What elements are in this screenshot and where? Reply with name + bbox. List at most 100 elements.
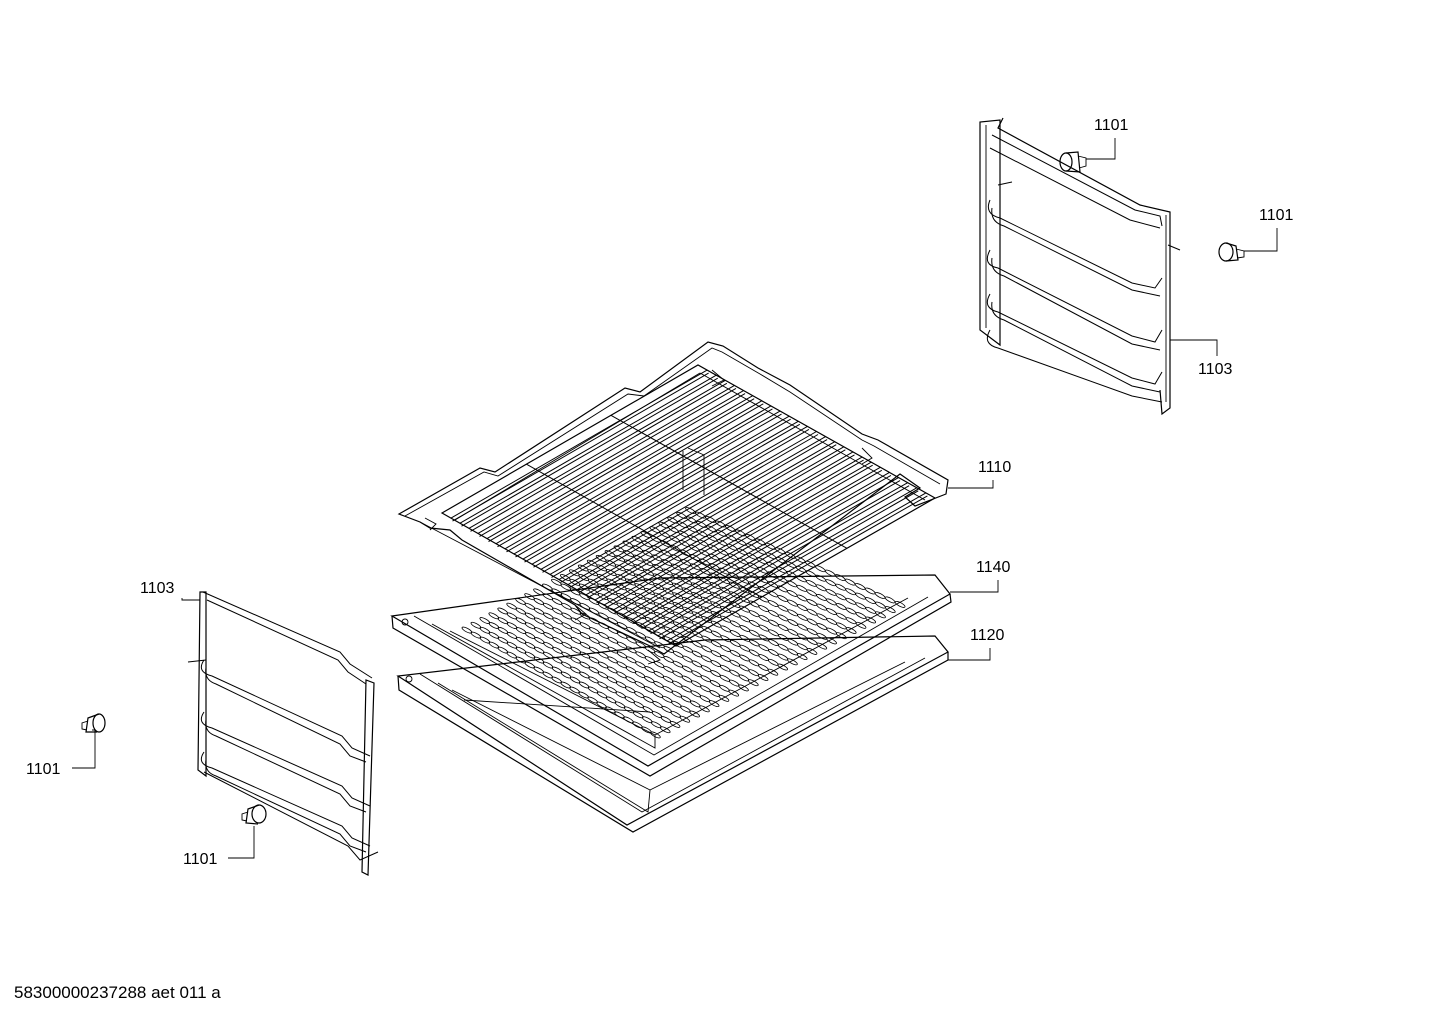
perforation-hole <box>681 685 692 693</box>
perforation-hole <box>728 689 740 697</box>
grid-wire <box>461 377 718 527</box>
perforation-hole <box>748 669 760 677</box>
grid-wire <box>614 464 873 614</box>
perforation-hole <box>894 600 906 608</box>
perforation-hole <box>568 569 580 577</box>
perforation-hole <box>607 656 618 664</box>
perforation-hole <box>614 701 626 709</box>
perforation-hole <box>719 674 731 682</box>
perforation-hole <box>624 696 636 704</box>
perforation-hole <box>587 696 598 704</box>
perforation-hole <box>632 721 643 729</box>
perforation-hole <box>758 605 770 613</box>
perforation-hole <box>701 635 713 643</box>
perforation-hole <box>616 622 628 629</box>
perforation-hole <box>560 681 572 689</box>
perforation-hole <box>634 681 646 689</box>
perforation-hole <box>777 633 789 641</box>
grid-wire <box>632 474 892 624</box>
perforation-hole <box>533 656 545 664</box>
perforation-hole <box>806 618 818 626</box>
perforation-hole <box>671 690 683 698</box>
perforation-hole <box>701 645 712 653</box>
perforation-hole <box>797 623 808 631</box>
perforation-hole <box>560 661 572 669</box>
grid-wire <box>648 482 908 632</box>
perforation-hole <box>579 641 591 649</box>
perforation-hole <box>835 593 847 601</box>
perforation-hole <box>515 597 526 605</box>
perforation-hole <box>616 661 628 669</box>
label-rail-left: 1103 <box>140 580 175 597</box>
perforation-hole <box>767 658 779 666</box>
perforation-hole <box>570 666 581 674</box>
perforation-hole <box>826 627 837 635</box>
perforation-hole <box>635 651 646 659</box>
grid-wire <box>578 444 837 594</box>
perforation-hole <box>626 646 637 654</box>
perforation-hole <box>524 602 536 610</box>
perforation-hole <box>710 650 722 658</box>
perforation-hole <box>579 622 591 630</box>
perforation-hole <box>682 655 693 663</box>
perforation-hole <box>729 669 740 677</box>
perforation-hole <box>729 649 741 657</box>
side-rail-left <box>187 591 379 876</box>
perforation-hole <box>626 626 637 634</box>
label-clip-top-a: 1101 <box>1094 117 1129 134</box>
perforation-hole <box>661 705 672 713</box>
grid-wire <box>612 461 872 611</box>
perforation-hole <box>739 644 751 652</box>
label-clip-left-a: 1101 <box>26 761 61 778</box>
perforation-hole <box>815 584 827 592</box>
perforation-hole <box>739 625 751 632</box>
perforation-hole <box>787 619 799 626</box>
perforation-hole <box>855 612 867 619</box>
perforation-hole <box>506 602 518 610</box>
perforation-hole <box>588 627 600 635</box>
perforation-hole <box>653 680 664 688</box>
grid-wire <box>522 410 781 560</box>
perforation-hole <box>767 600 779 608</box>
perforation-hole <box>552 627 563 635</box>
perforation-hole <box>815 574 827 582</box>
perforation-hole <box>836 632 847 640</box>
perforation-hole <box>845 597 857 605</box>
perforation-hole <box>748 610 760 618</box>
clip-left-a <box>81 713 106 733</box>
perforation-hole <box>561 622 573 630</box>
perforation-hole <box>515 617 527 625</box>
perforation-hole <box>643 686 655 693</box>
grid-wire <box>630 471 890 621</box>
perforation-hole <box>729 620 741 628</box>
perforation-hole <box>806 599 818 606</box>
perforation-hole <box>653 670 665 678</box>
perforation-hole <box>747 679 759 687</box>
grid-wire <box>567 436 826 586</box>
perforation-hole <box>816 623 828 630</box>
perforation-hole <box>579 671 590 679</box>
grid-wire <box>486 390 744 540</box>
perforation-hole <box>488 612 500 620</box>
perforated-baking-tray <box>390 507 952 777</box>
perforation-hole <box>681 665 693 673</box>
perforation-hole <box>720 654 731 662</box>
perforation-hole <box>777 585 788 593</box>
perforation-hole <box>624 686 636 694</box>
perforation-hole <box>597 661 609 669</box>
perforation-hole <box>635 641 647 649</box>
grid-wire <box>497 398 755 548</box>
leader-lines <box>72 138 1278 859</box>
perforation-hole <box>768 619 779 627</box>
perforation-hole <box>579 651 591 659</box>
perforation-hole <box>854 583 866 590</box>
label-grid: 1110 <box>978 459 1012 476</box>
grid-wire <box>560 434 819 583</box>
grid-wire <box>623 469 883 619</box>
perforation-hole <box>777 595 789 602</box>
perforation-hole <box>835 612 847 620</box>
perforation-hole <box>691 650 703 658</box>
perforation-hole <box>650 721 662 729</box>
perforation-hole <box>524 641 536 649</box>
